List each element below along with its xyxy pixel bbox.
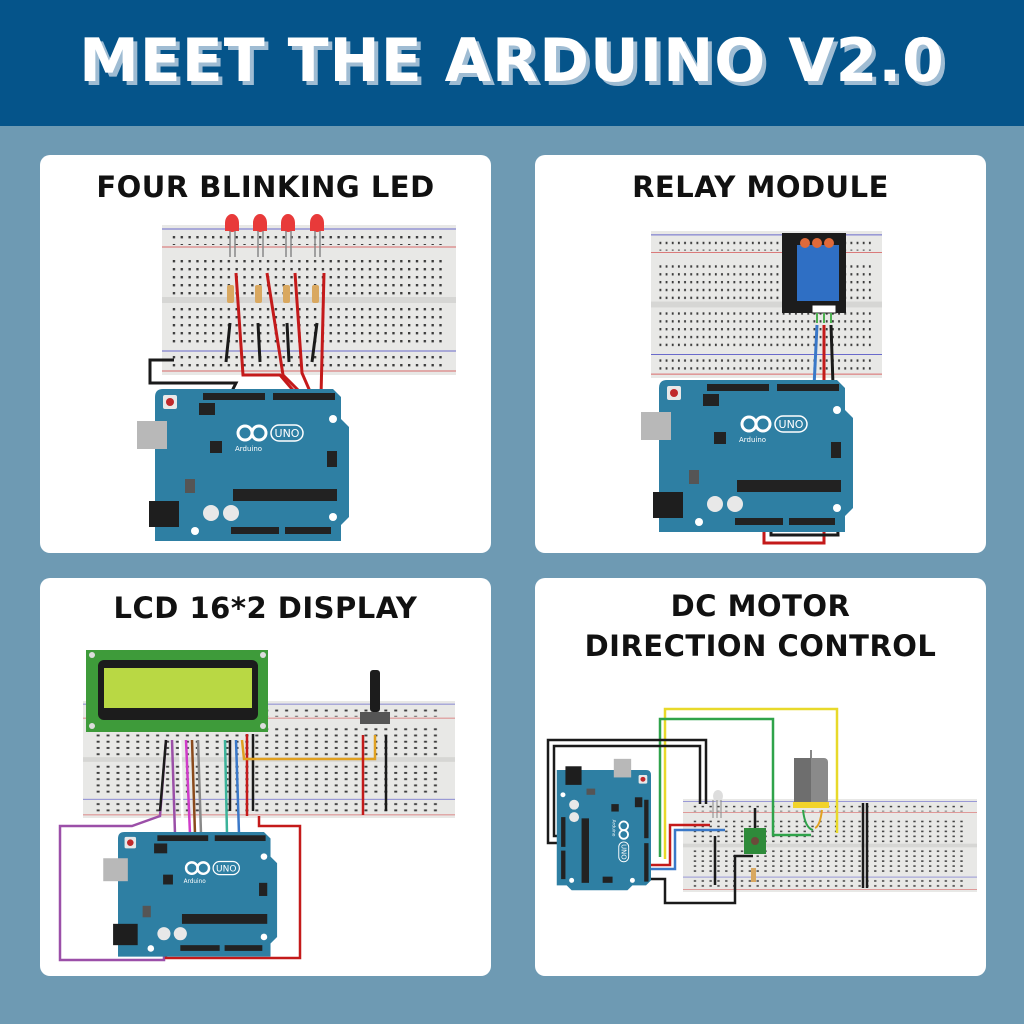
card-relay-module: RELAY MODULE [535,155,986,553]
rgb-led-icon [712,790,723,818]
arduino-uno-board [102,830,279,958]
ground-wires [148,322,319,396]
motor-wires [546,707,869,905]
lcd-wires [58,734,388,962]
arduino-uno-board [555,757,652,892]
lcd-screen-icon [86,650,268,732]
dc-motor-icon [793,750,829,831]
card-title: LCD 16*2 DISPLAY [113,591,418,625]
header-banner: MEET THE ARDUINO V2.0 [0,0,1024,126]
page-title: MEET THE ARDUINO V2.0 [79,26,945,96]
card-title-line2: DIRECTION CONTROL [584,629,937,663]
relay-circuit-diagram [639,230,883,545]
arduino-uno-board [639,378,855,534]
push-button-icon [744,828,766,854]
potentiometer-icon [360,670,390,724]
relay-module-icon [782,233,846,323]
breadboard [650,230,883,379]
arduino-uno-board [135,387,351,543]
card-title: FOUR BLINKING LED [96,170,435,204]
card-dc-motor-direction-control: DC MOTOR DIRECTION CONTROL [535,578,986,976]
card-four-blinking-led: FOUR BLINKING LED [40,155,491,553]
resistor-icons [227,285,319,303]
card-title: RELAY MODULE [632,170,889,204]
led-circuit-diagram [135,214,457,543]
card-lcd-display: LCD 16*2 DISPLAY [40,578,491,976]
led-icons [225,214,324,257]
card-title-line1: DC MOTOR [670,589,851,623]
motor-circuit-diagram [546,707,978,905]
lcd-circuit-diagram [58,650,456,962]
breadboard [682,798,978,893]
breadboard [161,224,457,376]
resistor-icon [751,868,756,882]
